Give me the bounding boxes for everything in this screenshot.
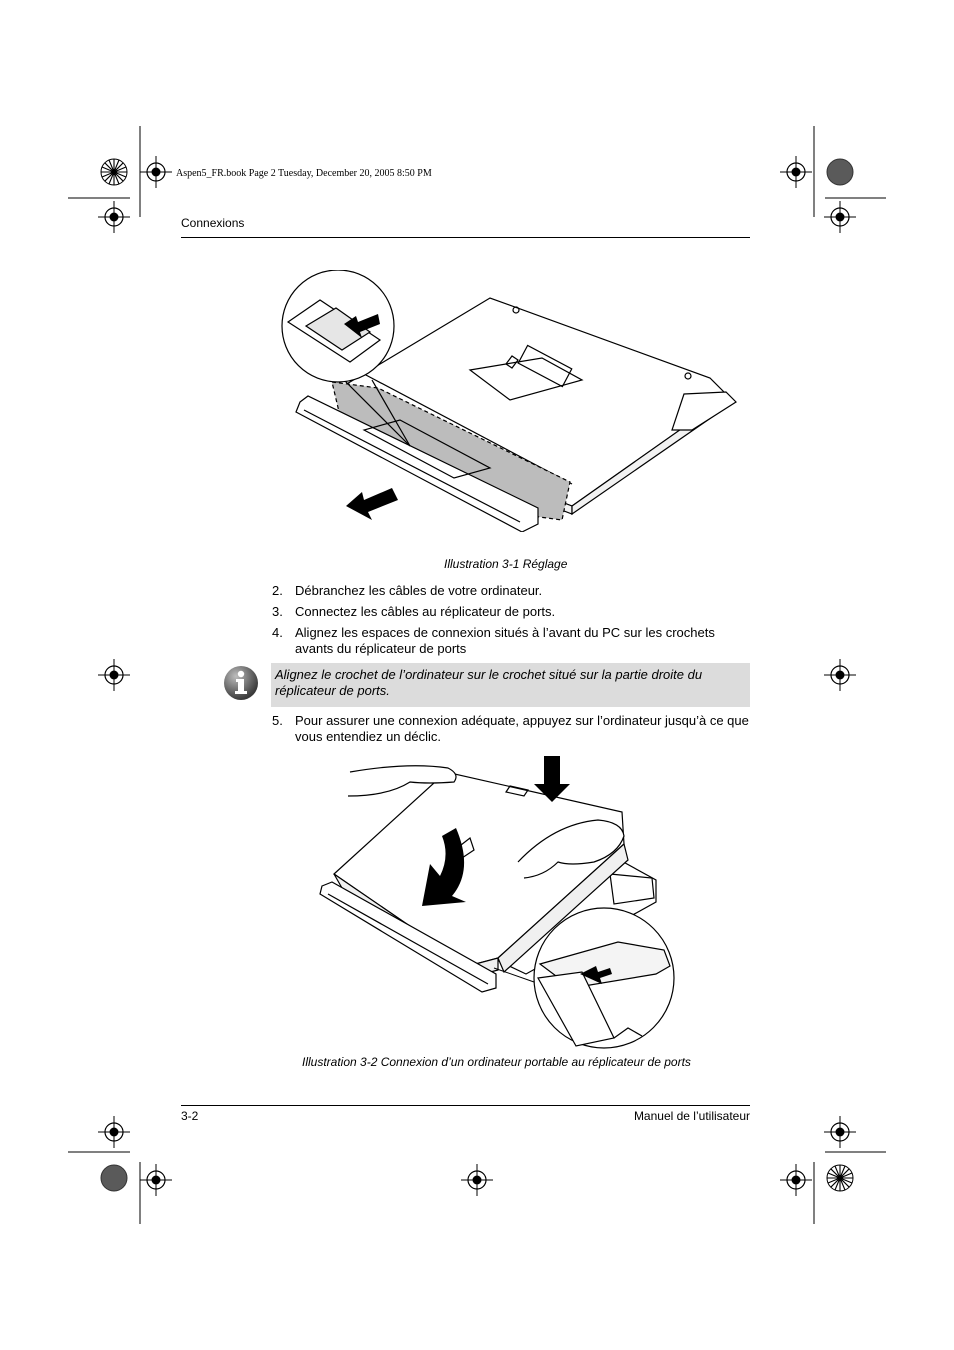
step-text: Débranchez les câbles de votre ordinateu…: [295, 583, 543, 598]
step-text: Alignez les espaces de connexion situés …: [295, 625, 715, 656]
footer-rule: [181, 1105, 750, 1106]
figure-3-2-illustration: [319, 756, 675, 1049]
step-number: 3.: [272, 604, 283, 619]
running-header: Connexions: [181, 216, 245, 230]
info-icon: [224, 666, 258, 700]
figure-3-2-caption: Illustration 3-2 Connexion d’un ordinate…: [302, 1055, 691, 1069]
manual-title: Manuel de l’utilisateur: [633, 1109, 750, 1123]
step-number: 4.: [272, 625, 283, 640]
step-text: Connectez les câbles au réplicateur de p…: [295, 604, 556, 619]
figure-3-1-caption: Illustration 3-1 Réglage: [444, 557, 568, 571]
note-box: Alignez le crochet de l’ordinateur sur l…: [271, 663, 750, 707]
step-text: Pour assurer une connexion adéquate, app…: [295, 713, 749, 744]
page-number: 3-2: [181, 1109, 199, 1123]
step-number: 5.: [272, 713, 283, 728]
figure-3-1-illustration: [281, 270, 737, 532]
print-slug: Aspen5_FR.book Page 2 Tuesday, December …: [176, 168, 432, 179]
header-rule: [181, 237, 750, 238]
step-number: 2.: [272, 583, 283, 598]
